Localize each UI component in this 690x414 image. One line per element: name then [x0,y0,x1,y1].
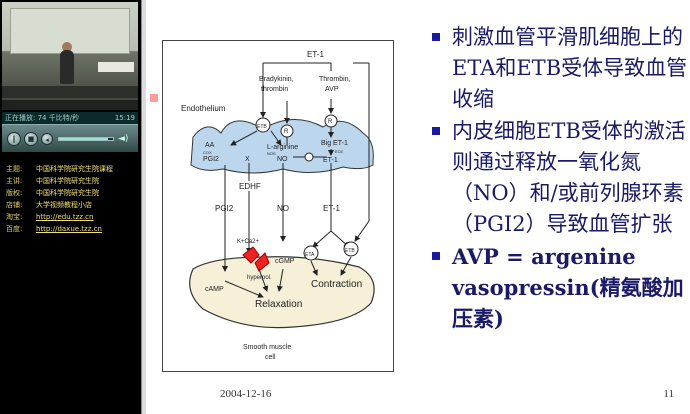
svg-text:thrombin: thrombin [261,86,288,93]
info-value: 中国科学院研究生院 [36,177,99,185]
svg-text:NOS: NOS [267,151,276,156]
svg-text:R: R [284,129,289,135]
bullet-text: 刺激血管平滑肌细胞上的ETA和ETB受体导致血管收缩 [452,25,688,111]
info-row: 淘宝: http://edu.tzz.cn [6,212,138,222]
seek-bar[interactable] [58,137,114,141]
svg-text:X: X [245,156,250,163]
endothelin-pathway-diagram: ET-1 Bradykinin, thrombin Thrombin, AVP … [162,40,394,372]
bullet-item: 内皮细胞ETB受体的激活则通过释放一氧化氮（NO）和/或前列腺环素（PGI2）导… [428,116,690,240]
info-key: 主题: [6,165,23,173]
svg-text:ECE: ECE [335,149,344,154]
svg-text:Contraction: Contraction [311,279,362,290]
kca-channel [242,246,270,272]
slide-left-stripe [142,0,146,414]
svg-text:ETA: ETA [305,252,315,258]
svg-text:ET-1: ET-1 [323,157,338,164]
eta-receptor [303,245,319,261]
svg-text:Endothelium: Endothelium [181,104,226,113]
presentation-slide: ET-1 Bradykinin, thrombin Thrombin, AVP … [141,0,690,414]
volume-icon[interactable]: ◄) [118,134,129,144]
info-row: 百度: http://daxue.tzz.cn [6,224,138,234]
slide-marker [150,94,158,102]
info-value[interactable]: http://edu.tzz.cn [36,213,94,221]
audience-row [2,86,138,98]
playback-time: 15:19 [114,114,135,122]
svg-text:Relaxation: Relaxation [255,299,302,310]
lecture-desk [98,62,134,72]
svg-text:cAMP: cAMP [205,286,224,293]
info-value: 中国科学院研究生院 [36,189,99,197]
playback-status-bar: 正在播放: 74 千比特/秒 15:19 [2,112,138,124]
playback-status: 正在播放: 74 千比特/秒 [5,114,80,122]
svg-text:ETB: ETB [345,248,355,254]
etb-muscle-receptor [343,241,359,257]
bullet-item: AVP = argenine vasopressin(精氨酸加压素) [428,241,690,334]
audience-row [2,100,138,110]
stop-icon[interactable]: ■ [24,132,38,146]
etb-receptor [255,117,271,133]
svg-text:Big ET-1: Big ET-1 [321,140,348,147]
svg-text:PGI2: PGI2 [203,156,219,163]
info-key: 淘宝: [6,213,23,221]
bullet-square-icon [432,127,440,135]
svg-text:cGMP: cGMP [275,258,295,265]
info-key: 主讲: [6,177,23,185]
svg-text:COX: COX [203,150,212,155]
info-row: 版权: 中国科学院研究生院 [6,188,138,198]
player-controls: ‖ ■ ◂ ◄) [2,124,138,152]
slide-page-number: 11 [663,388,674,400]
info-key: 版权: [6,189,23,197]
info-value[interactable]: http://daxue.tzz.cn [36,225,102,233]
slide-date: 2004-12-16 [220,388,272,400]
slide-bullet-list: 刺激血管平滑肌细胞上的ETA和ETB受体导致血管收缩内皮细胞ETB受体的激活则通… [428,22,690,335]
svg-text:Bradykinin,: Bradykinin, [259,76,294,83]
diagram-svg: ET-1 Bradykinin, thrombin Thrombin, AVP … [181,50,375,361]
seek-bar-fill [59,138,108,140]
svg-text:PGI2: PGI2 [215,204,234,213]
lecturer-head [62,42,72,52]
svg-text:hyperpol.: hyperpol. [247,275,272,281]
bullet-square-icon [432,33,440,41]
svg-text:ETB: ETB [257,124,267,130]
svg-text:AA: AA [205,142,215,149]
svg-text:Smooth muscle: Smooth muscle [243,344,291,351]
info-value: 中国科学院研究生院课程 [36,165,113,173]
svg-text:NO: NO [277,156,288,163]
info-key: 店铺: [6,201,23,209]
svg-text:ET-1: ET-1 [307,50,324,59]
media-player-panel: 正在播放: 74 千比特/秒 15:19 ‖ ■ ◂ ◄) 主题: 中国科学院研究… [0,0,140,414]
info-row: 主讲: 中国科学院研究生院 [6,176,138,186]
svg-text:Thrombin,: Thrombin, [319,76,351,83]
pause-icon[interactable]: ‖ [7,132,21,146]
info-key: 百度: [6,225,23,233]
svg-text:R: R [328,119,333,125]
info-row: 店铺: 大学视频教程小店 [6,200,138,210]
bullet-item: 刺激血管平滑肌细胞上的ETA和ETB受体导致血管收缩 [428,22,690,115]
info-row: 主题: 中国科学院研究生院课程 [6,164,138,174]
info-value: 大学视频教程小店 [36,201,92,209]
video-frame[interactable] [2,2,138,110]
svg-text:L-arginine: L-arginine [267,144,298,151]
svg-text:NO: NO [277,204,289,213]
bullet-square-icon [432,252,440,260]
course-info: 主题:中国科学院研究生院课程主讲:中国科学院研究生院版权:中国科学院研究生院店铺… [6,164,138,236]
lecturer [60,50,74,84]
svg-text:K+Ca2+: K+Ca2+ [237,239,260,245]
bullet-text: 内皮细胞ETB受体的激活则通过释放一氧化氮（NO）和/或前列腺环素（PGI2）导… [452,119,686,236]
prev-icon[interactable]: ◂ [41,133,53,145]
svg-text:cell: cell [265,354,276,361]
svg-text:ET-1: ET-1 [323,204,340,213]
bullet-text: AVP = argenine vasopressin(精氨酸加压素) [452,244,684,331]
svg-text:AVP: AVP [325,86,339,93]
svg-text:EDHF: EDHF [239,182,261,191]
